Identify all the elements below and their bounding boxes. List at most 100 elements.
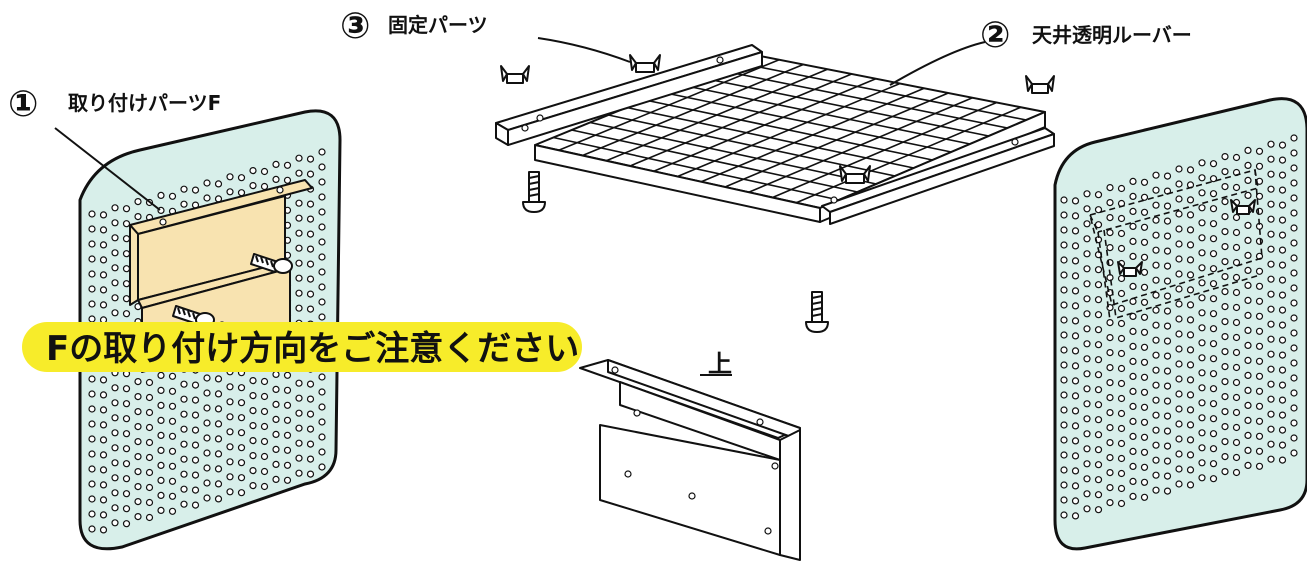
perforation-hole: [1175, 195, 1183, 203]
perforation-hole: [237, 399, 246, 407]
perforation-hole: [1244, 176, 1252, 184]
perforation-hole: [88, 300, 96, 308]
perforation-hole: [1060, 406, 1068, 414]
perforation-hole: [145, 468, 154, 477]
right-panel-holes: [1060, 134, 1298, 520]
perforation-hole: [1106, 469, 1114, 477]
perforation-hole: [283, 401, 292, 409]
perforation-hole: [1163, 427, 1172, 435]
perforation-hole: [1140, 403, 1149, 411]
perforation-hole: [1267, 185, 1275, 193]
perforation-hole: [168, 417, 177, 425]
perforation-hole: [1221, 243, 1229, 251]
perforation-hole: [306, 440, 315, 448]
perforation-hole: [1221, 153, 1229, 161]
perforation-hole: [318, 238, 326, 246]
perforation-hole: [1255, 462, 1264, 470]
perforation-hole: [1221, 288, 1229, 296]
perforation-hole: [260, 167, 269, 176]
perforation-hole: [1186, 466, 1195, 474]
perforation-hole: [1060, 286, 1068, 294]
perforation-hole: [1244, 236, 1252, 244]
perforation-hole: [122, 430, 131, 438]
perforation-hole: [1255, 297, 1264, 305]
perforation-hole: [1255, 402, 1264, 410]
perforation-hole: [1175, 180, 1183, 188]
perforation-hole: [99, 436, 108, 444]
wing-nut-icon: [1230, 199, 1256, 215]
perforation-hole: [1071, 362, 1080, 370]
perforation-hole: [1278, 156, 1287, 164]
perforation-hole: [1244, 281, 1252, 289]
perforation-hole: [260, 437, 269, 446]
perforation-hole: [1209, 160, 1218, 168]
perforation-hole: [1140, 193, 1149, 201]
perforation-hole: [1117, 499, 1126, 508]
perforation-hole: [214, 420, 223, 428]
perforation-hole: [260, 467, 269, 476]
perforation-hole: [214, 495, 223, 503]
perforation-hole: [1140, 493, 1149, 501]
perforation-hole: [88, 405, 96, 413]
perforation-hole: [1232, 228, 1241, 237]
perforation-hole: [1278, 201, 1287, 209]
perforation-hole: [226, 458, 234, 466]
perforation-hole: [295, 169, 303, 177]
perforation-hole: [1152, 261, 1160, 269]
perforation-hole: [122, 265, 131, 273]
perforation-hole: [1175, 390, 1183, 398]
perforation-hole: [1083, 310, 1091, 318]
perforation-hole: [1290, 194, 1298, 202]
perforation-hole: [1071, 272, 1080, 280]
perforation-hole: [1106, 424, 1114, 432]
perforation-hole: [1186, 211, 1195, 219]
perforation-hole: [1221, 348, 1229, 356]
perforation-hole: [134, 213, 142, 221]
perforation-hole: [226, 173, 234, 181]
perforation-hole: [1221, 438, 1229, 446]
perforation-hole: [237, 489, 246, 497]
perforation-hole: [1198, 294, 1206, 302]
perforation-hole: [295, 229, 303, 237]
perforation-hole: [1255, 372, 1264, 380]
perforation-hole: [260, 377, 269, 386]
perforation-hole: [1163, 442, 1172, 450]
perforation-hole: [168, 432, 177, 440]
perforation-hole: [1152, 216, 1160, 224]
perforation-hole: [1094, 431, 1103, 439]
perforation-hole: [1163, 412, 1172, 420]
perforation-hole: [1071, 512, 1080, 520]
perforation-hole: [306, 410, 315, 418]
perforation-hole: [1163, 337, 1172, 345]
perforation-hole: [226, 413, 234, 421]
perforation-hole: [203, 449, 211, 457]
perforation-hole: [1186, 391, 1195, 399]
perforation-hole: [1221, 468, 1229, 476]
perforation-hole: [214, 480, 223, 488]
perforation-hole: [1060, 451, 1068, 459]
perforation-hole: [214, 375, 223, 383]
perforation-hole: [318, 448, 326, 456]
perforation-hole: [306, 305, 315, 313]
perforation-hole: [1221, 333, 1229, 341]
perforation-hole: [318, 298, 326, 306]
perforation-hole: [1278, 336, 1287, 344]
perforation-hole: [306, 215, 315, 223]
perforation-hole: [134, 408, 142, 416]
perforation-hole: [1140, 373, 1149, 381]
perforation-hole: [1094, 356, 1103, 364]
perforation-hole: [134, 198, 142, 206]
perforation-hole: [306, 245, 315, 253]
perforation-hole: [168, 462, 177, 470]
perforation-hole: [1117, 274, 1126, 283]
perforation-hole: [111, 459, 119, 467]
perforation-hole: [1267, 350, 1275, 358]
perforation-hole: [1106, 214, 1114, 222]
perforation-hole: [1244, 161, 1252, 169]
perforation-hole: [1060, 301, 1068, 309]
perforation-hole: [157, 491, 165, 499]
perforation-hole: [1083, 190, 1091, 198]
perforation-hole: [1255, 357, 1264, 365]
perforation-hole: [1175, 420, 1183, 428]
perforation-hole: [1244, 251, 1252, 259]
